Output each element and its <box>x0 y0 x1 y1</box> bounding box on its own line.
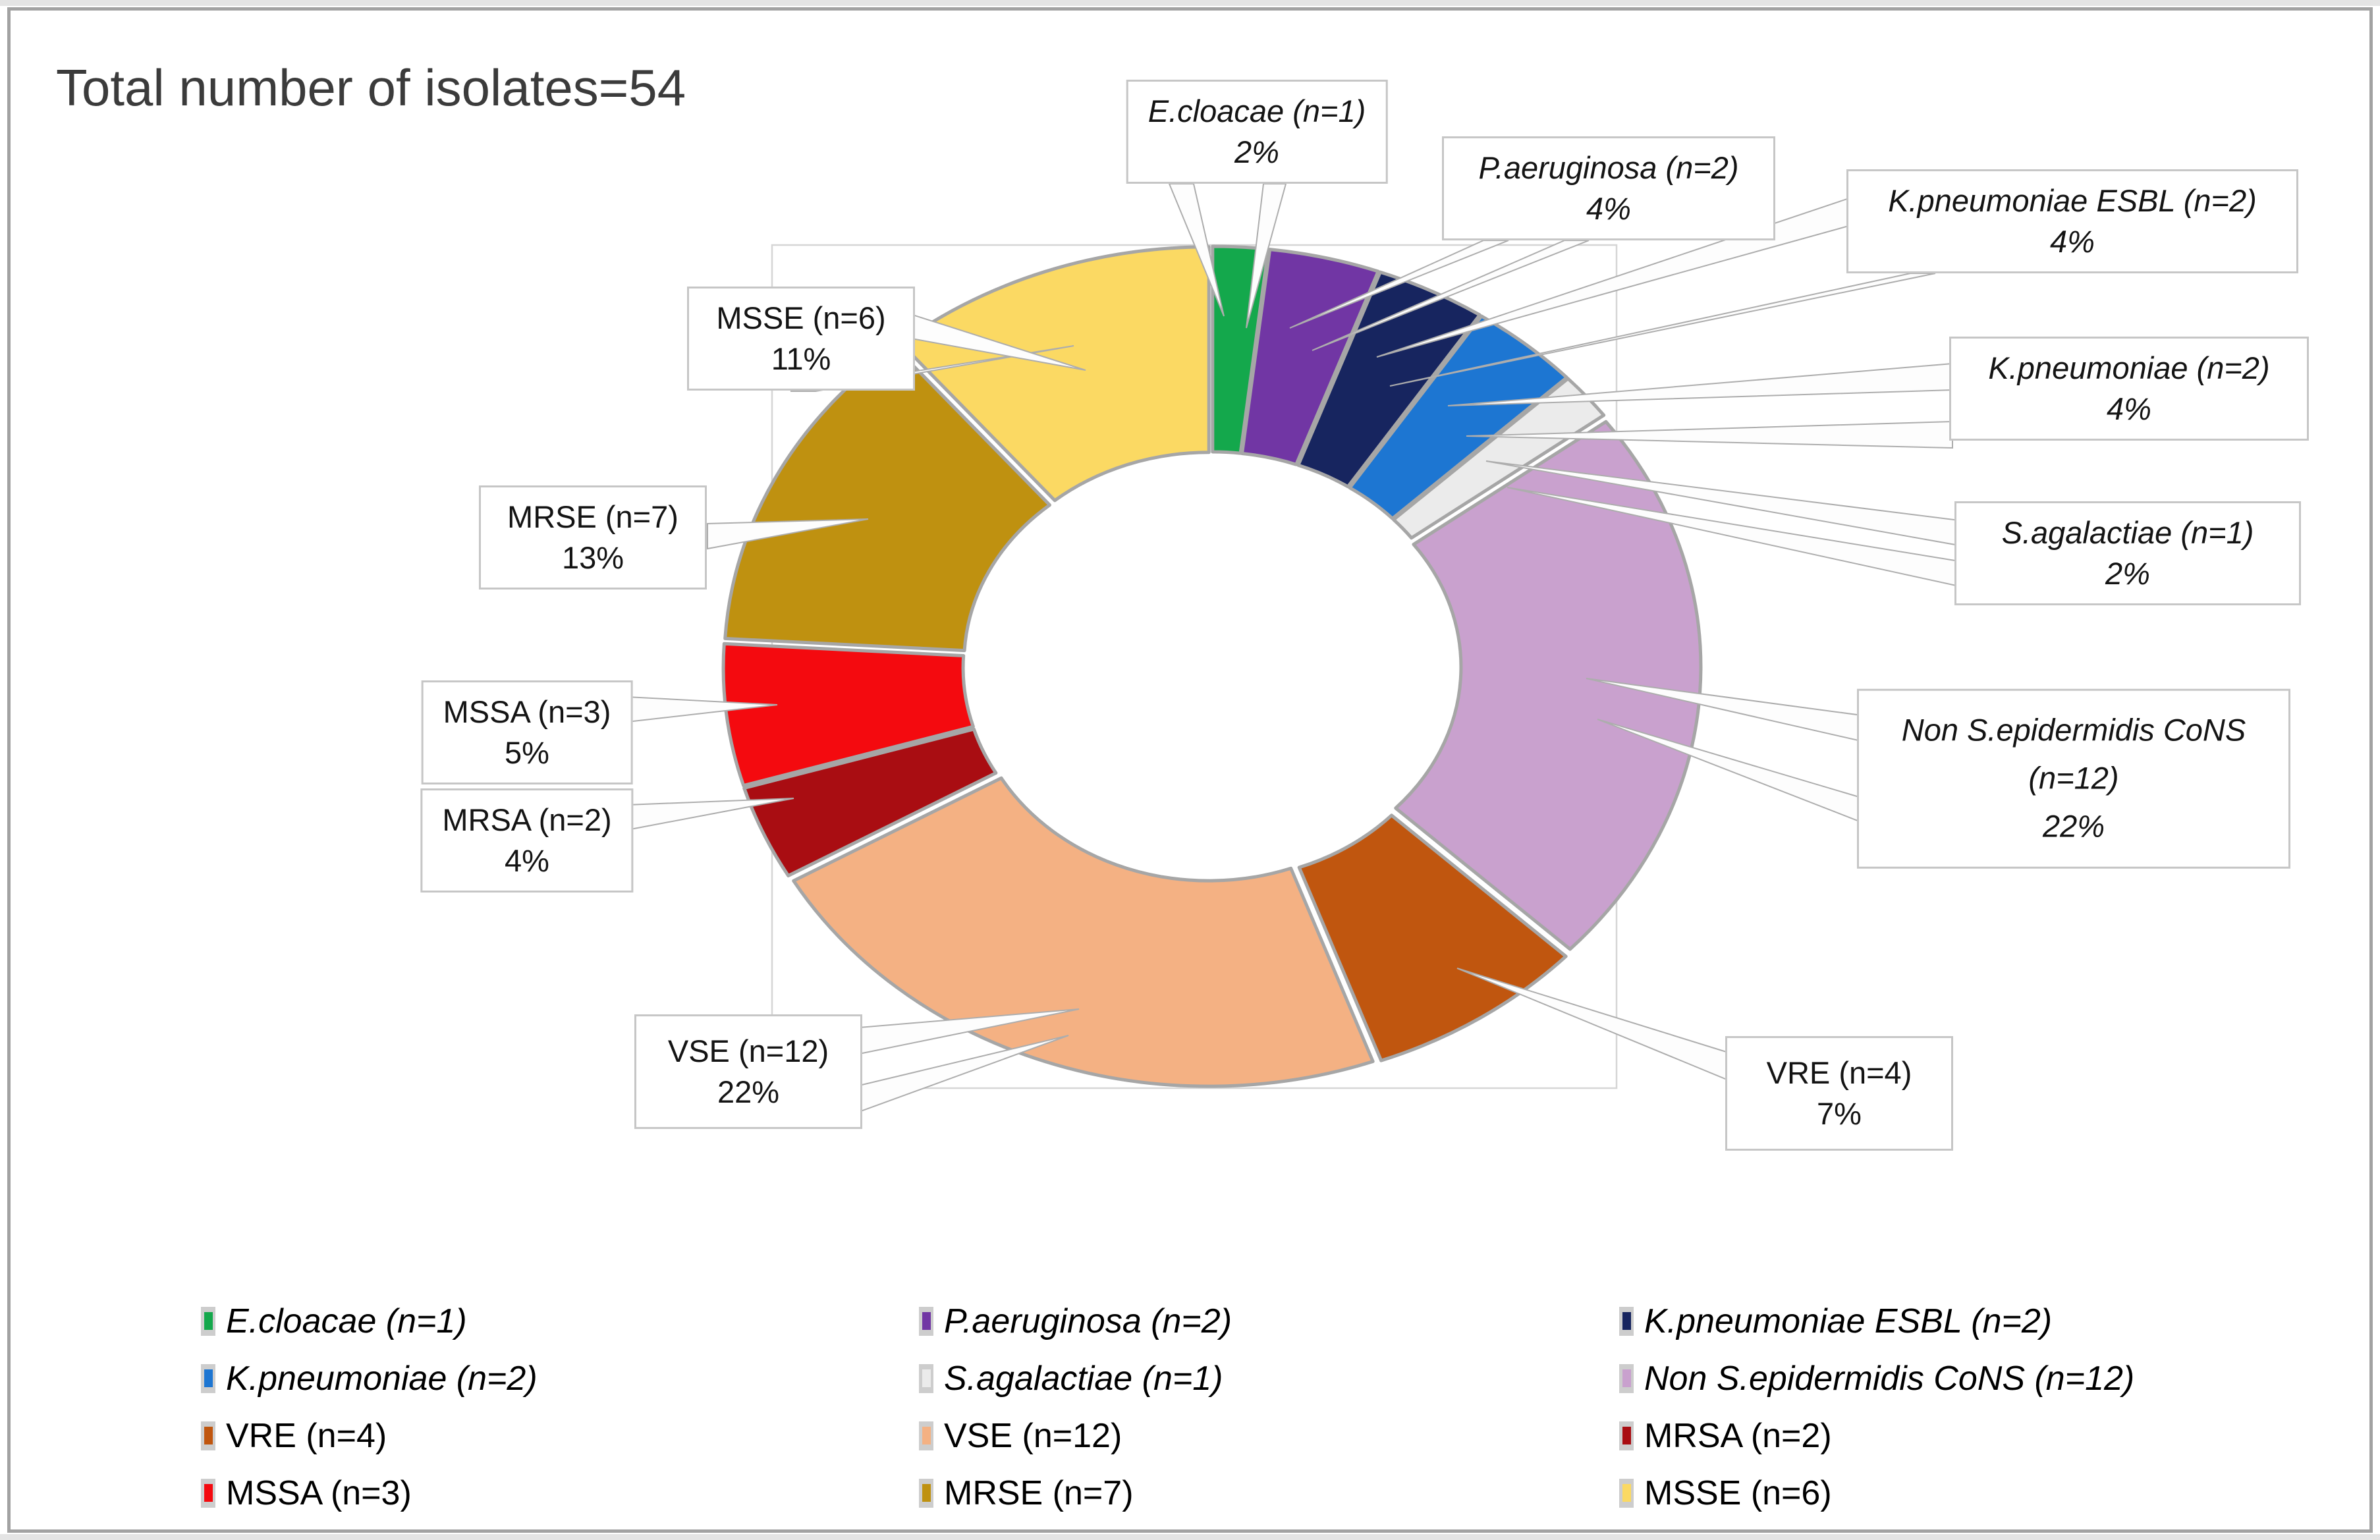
chart-legend: E.cloacae (n=1) P.aeruginosa (n=2) K.pne… <box>201 1292 2134 1522</box>
callout-label: P.aeruginosa (n=2) <box>1478 150 1739 185</box>
legend-label: S.agalactiae (n=1) <box>944 1359 1223 1398</box>
callout-mssa: MSSA (n=3) 5% <box>421 680 633 785</box>
callout-e-cloacae: E.cloacae (n=1) 2% <box>1126 79 1388 184</box>
callout-percent: 13% <box>561 540 624 575</box>
legend-swatch-icon <box>1619 1478 1634 1508</box>
callout-msse: MSSE (n=6) 11% <box>687 286 915 391</box>
callout-label: MSSE (n=6) <box>716 300 886 335</box>
callout-label: Non S.epidermidis CoNS <box>1901 712 2246 748</box>
legend-item-msse: MSSE (n=6) <box>1619 1473 2134 1513</box>
legend-swatch-icon <box>1619 1421 1634 1450</box>
callout-k-pneumoniae: K.pneumoniae (n=2) 4% <box>1949 336 2309 441</box>
pie-slice-mssa <box>721 642 975 788</box>
callout-label: E.cloacae (n=1) <box>1148 93 1366 128</box>
callout-s-agalactiae: S.agalactiae (n=1) 2% <box>1954 501 2301 606</box>
callout-mrsa: MRSA (n=2) 4% <box>420 788 634 893</box>
legend-swatch-icon <box>201 1306 215 1336</box>
legend-item-vre: VRE (n=4) <box>201 1416 919 1456</box>
pie-slice-vse <box>792 776 1375 1088</box>
callout-label: MSSA (n=3) <box>443 694 611 729</box>
legend-swatch-icon <box>201 1478 215 1508</box>
pie-slice-s-agalactiae <box>1392 377 1606 540</box>
legend-label: MRSE (n=7) <box>944 1473 1134 1512</box>
legend-item-p-aeruginosa: P.aeruginosa (n=2) <box>919 1302 1619 1341</box>
callout-label: S.agalactiae (n=1) <box>2001 514 2254 550</box>
legend-label: MSSE (n=6) <box>1644 1473 1832 1512</box>
legend-swatch-icon <box>919 1363 933 1393</box>
legend-label: K.pneumoniae (n=2) <box>226 1359 538 1398</box>
legend-swatch-icon <box>1619 1363 1634 1393</box>
legend-item-mssa: MSSA (n=3) <box>201 1473 919 1513</box>
legend-item-e-cloacae: E.cloacae (n=1) <box>201 1302 919 1341</box>
callout-label: MRSE (n=7) <box>507 499 678 534</box>
leader-line <box>1456 968 1729 1082</box>
legend-item-non-s-epidermidis-cons: Non S.epidermidis CoNS (n=12) <box>1619 1359 2134 1398</box>
pie-slice-k-pneumoniae-esbl <box>1296 270 1481 489</box>
chart-title: Total number of isolates=54 <box>56 59 686 117</box>
bottom-edge-strip <box>0 1534 2380 1540</box>
callout-label: MRSA (n=2) <box>442 802 612 837</box>
legend-swatch-icon <box>919 1306 933 1336</box>
callout-percent: 4% <box>1586 191 1631 226</box>
legend-item-s-agalactiae: S.agalactiae (n=1) <box>919 1359 1619 1398</box>
pie-slice-mrsa <box>742 727 998 877</box>
legend-label: P.aeruginosa (n=2) <box>944 1302 1232 1340</box>
legend-item-mrse: MRSE (n=7) <box>919 1473 1619 1513</box>
callout-label: K.pneumoniae (n=2) <box>1988 350 2270 385</box>
callout-percent: 11% <box>771 341 831 376</box>
callout-non-s-epidermidis-cons: Non S.epidermidis CoNS (n=12) 22% <box>1857 688 2290 869</box>
callout-percent: 2% <box>2105 556 2150 591</box>
legend-label: Non S.epidermidis CoNS (n=12) <box>1644 1359 2135 1398</box>
pie-slice-msse <box>899 245 1211 503</box>
callout-percent: 5% <box>505 735 549 770</box>
legend-label: K.pneumoniae ESBL (n=2) <box>1644 1302 2053 1340</box>
callout-percent: 2% <box>1234 134 1279 169</box>
legend-label: MSSA (n=3) <box>226 1473 412 1512</box>
legend-item-k-pneumoniae-esbl: K.pneumoniae ESBL (n=2) <box>1619 1302 2134 1341</box>
legend-swatch-icon <box>919 1421 933 1450</box>
callout-percent: 7% <box>1817 1096 1862 1131</box>
legend-item-vse: VSE (n=12) <box>919 1416 1619 1456</box>
callout-percent: 4% <box>2050 224 2095 259</box>
callout-percent: 22% <box>717 1074 780 1109</box>
legend-item-k-pneumoniae: K.pneumoniae (n=2) <box>201 1359 919 1398</box>
callout-mrse: MRSE (n=7) 13% <box>479 485 707 590</box>
callout-label: K.pneumoniae ESBL (n=2) <box>1888 182 2257 218</box>
legend-item-mrsa: MRSA (n=2) <box>1619 1416 2134 1456</box>
leader-line <box>707 518 869 550</box>
legend-swatch-icon <box>1619 1306 1634 1336</box>
legend-label: MRSA (n=2) <box>1644 1416 1832 1455</box>
callout-percent: 22% <box>2042 808 2105 844</box>
legend-swatch-icon <box>201 1421 215 1450</box>
callout-vre: VRE (n=4) 7% <box>1725 1035 1953 1151</box>
callout-vse: VSE (n=12) 22% <box>634 1014 862 1130</box>
legend-label: E.cloacae (n=1) <box>226 1302 467 1340</box>
legend-swatch-icon <box>919 1478 933 1508</box>
callout-label: VRE (n=4) <box>1766 1055 1912 1090</box>
callout-k-pneumoniae-esbl: K.pneumoniae ESBL (n=2) 4% <box>1846 169 2298 274</box>
top-edge-strip <box>0 0 2380 6</box>
legend-label: VSE (n=12) <box>944 1416 1122 1455</box>
callout-label: VSE (n=12) <box>667 1033 829 1068</box>
callout-percent: 4% <box>505 843 549 878</box>
callout-p-aeruginosa: P.aeruginosa (n=2) 4% <box>1442 136 1775 241</box>
callout-count: (n=12) <box>2028 760 2119 796</box>
legend-label: VRE (n=4) <box>226 1416 387 1455</box>
legend-swatch-icon <box>201 1363 215 1393</box>
callout-percent: 4% <box>2107 391 2151 426</box>
pie-slice-non-s-epidermidis-cons <box>1394 420 1703 951</box>
